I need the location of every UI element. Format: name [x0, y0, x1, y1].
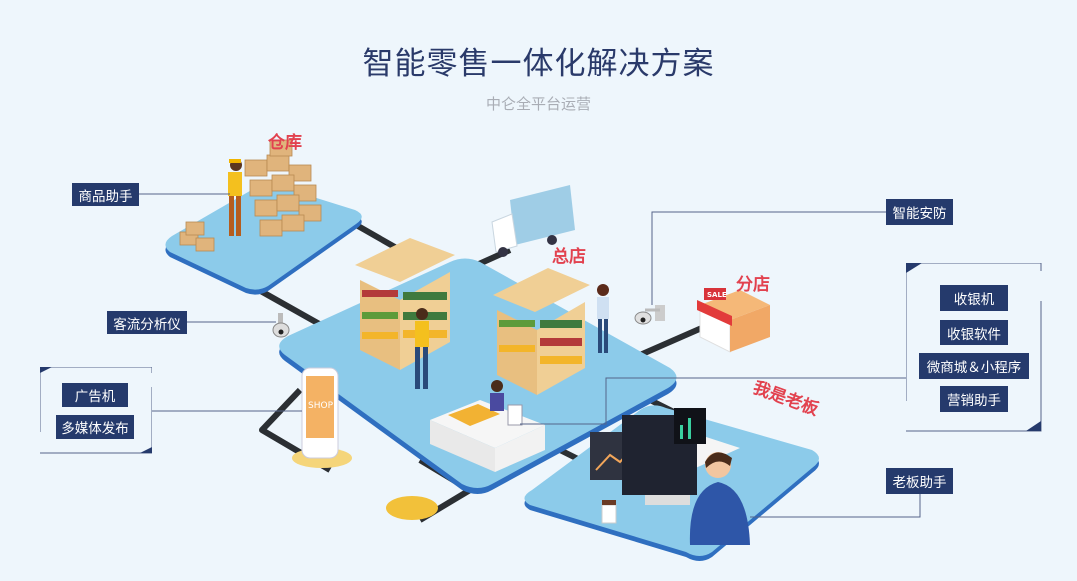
coin-disc: [386, 496, 438, 520]
multimedia-publish-tag[interactable]: 多媒体发布: [56, 415, 134, 439]
shop-text: SHOP: [308, 401, 334, 411]
connector-lines: [138, 193, 921, 518]
main-store-platform: 总店: [279, 238, 677, 494]
sale-sign: SALE: [707, 291, 727, 299]
boss-platform: 我是老板: [524, 377, 822, 561]
warehouse-worker: [228, 159, 242, 236]
cashier-machine-tag[interactable]: 收银机: [940, 285, 1008, 311]
branch-store: SALE 分店: [697, 274, 770, 353]
checkout-counter: [430, 380, 545, 472]
delivery-truck-icon: [491, 185, 575, 257]
security-camera-icon: [634, 305, 665, 325]
page-title: 智能零售一体化解决方案: [362, 46, 715, 82]
ad-kiosk: SHOP: [292, 367, 352, 468]
shelf-left: [355, 238, 455, 370]
ad-group-box: [40, 367, 152, 454]
goods-assistant-tag[interactable]: 商品助手: [72, 183, 139, 206]
marketing-assistant-tag[interactable]: 营销助手: [940, 386, 1008, 412]
smart-security-tag[interactable]: 智能安防: [886, 199, 953, 225]
page-subtitle: 中仑全平台运营: [485, 95, 591, 113]
boss-assistant-tag[interactable]: 老板助手: [886, 468, 953, 494]
shopper-man: [415, 308, 429, 389]
ad-machine-tag[interactable]: 广告机: [62, 383, 128, 407]
warehouse-sign: 仓库: [267, 132, 302, 153]
cashier-group-box: [906, 263, 1042, 432]
branch-store-sign: 分店: [736, 274, 770, 295]
traffic-camera-icon: [272, 313, 290, 338]
shopper-woman: [597, 284, 609, 353]
traffic-analyzer-tag[interactable]: 客流分析仪: [107, 311, 187, 334]
warehouse-platform: 仓库: [165, 132, 362, 295]
boss-person: [689, 452, 750, 545]
shelf-right: [493, 268, 590, 395]
boss-sign: 我是老板: [750, 377, 822, 420]
main-store-sign: 总店: [552, 246, 586, 267]
cashier-software-tag[interactable]: 收银软件: [940, 320, 1008, 345]
mini-mall-tag[interactable]: 微商城＆小程序: [919, 353, 1029, 379]
